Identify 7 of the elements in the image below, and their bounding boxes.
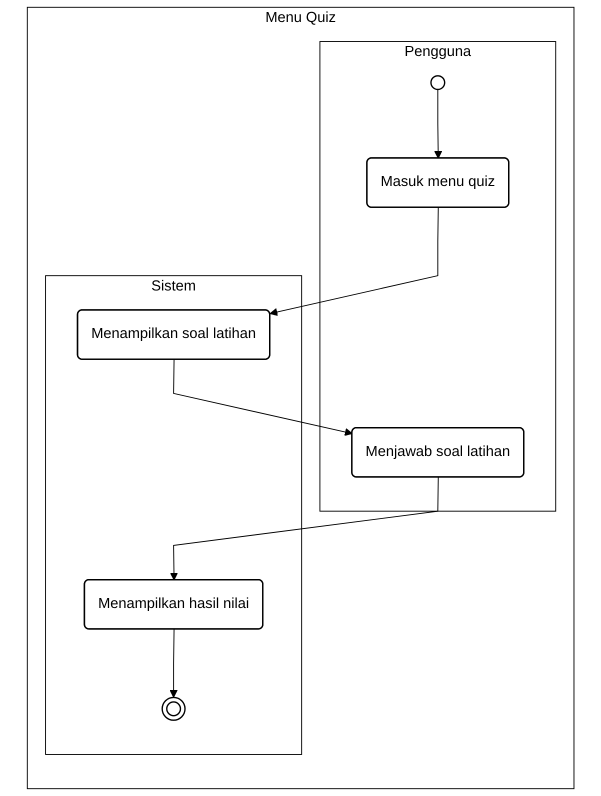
arrow — [169, 628, 178, 698]
arrow — [269, 207, 439, 316]
node-circle — [430, 75, 446, 90]
arrow — [434, 89, 442, 159]
arrow — [170, 476, 439, 580]
node-circle — [161, 696, 186, 721]
arrow — [173, 359, 353, 436]
